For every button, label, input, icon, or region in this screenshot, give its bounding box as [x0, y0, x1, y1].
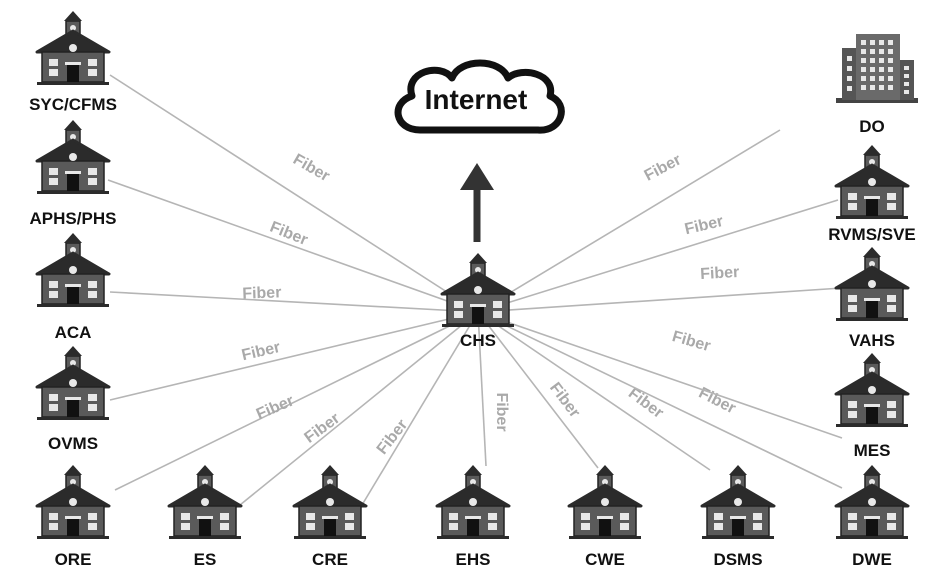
schoolhouse-icon [435, 463, 511, 541]
site-node-cre: CRE [292, 463, 368, 568]
site-node-ehs: EHS [435, 463, 511, 568]
schoolhouse-icon [35, 118, 111, 196]
site-label-aphs-phs: APHS/PHS [30, 209, 117, 228]
fiber-link-do [477, 129, 781, 313]
schoolhouse-icon [167, 463, 243, 541]
fiber-link-dsms [477, 311, 711, 471]
fiber-label-rvms-sve: Fiber [683, 213, 725, 238]
fiber-link-aphs-phs [107, 179, 479, 313]
fiber-link-rvms-sve [477, 199, 839, 313]
site-label-rvms-sve: RVMS/SVE [828, 225, 916, 244]
fiber-link-vahs [477, 287, 843, 313]
site-node-es: ES [167, 463, 243, 568]
schoolhouse-icon [35, 463, 111, 541]
fiber-link-aca [109, 291, 479, 313]
site-node-ore: ORE [35, 463, 111, 568]
fiber-label-mes: Fiber [670, 328, 712, 355]
site-label-cre: CRE [312, 550, 348, 568]
schoolhouse-icon [440, 251, 516, 329]
fiber-link-dwe [477, 311, 843, 489]
site-node-syc-cfms: SYC/CFMS [29, 9, 117, 114]
fiber-label-syc-cfms: Fiber [290, 151, 332, 185]
schoolhouse-icon [700, 463, 776, 541]
site-label-ore: ORE [55, 550, 92, 568]
site-label-ehs: EHS [456, 550, 491, 568]
schoolhouse-icon [834, 143, 910, 221]
site-nodes: CHS SYC/CFMS APHS/PHS ACA OVMS ORE ES CRE EHS CWE… [29, 9, 918, 568]
site-label-syc-cfms: SYC/CFMS [29, 95, 117, 114]
fiber-link-cwe [477, 311, 599, 469]
fiber-label-vahs: Fiber [700, 264, 740, 283]
fiber-label-do: Fiber [642, 151, 685, 184]
schoolhouse-icon [35, 231, 111, 309]
uplink-arrow [460, 163, 494, 242]
site-label-mes: MES [854, 441, 891, 460]
fiber-link-ehs [477, 311, 487, 467]
fiber-label-aca: Fiber [242, 284, 282, 302]
site-node-aphs-phs: APHS/PHS [30, 118, 117, 228]
site-node-mes: MES [834, 351, 910, 460]
site-label-es: ES [194, 550, 217, 568]
schoolhouse-icon [834, 245, 910, 323]
site-label-dsms: DSMS [713, 550, 762, 568]
hub-label: CHS [460, 331, 496, 350]
site-label-do: DO [859, 117, 885, 136]
cloud-icon [394, 59, 565, 134]
fiber-link-syc-cfms [109, 74, 479, 313]
site-label-dwe: DWE [852, 550, 892, 568]
fiber-label-es: Fiber [302, 410, 344, 447]
fiber-label-cre: Fiber [374, 417, 411, 458]
site-label-aca: ACA [55, 323, 92, 342]
fiber-label-ore: Fiber [254, 392, 297, 423]
site-node-ovms: OVMS [35, 344, 111, 453]
fiber-label-ehs: Fiber [493, 392, 510, 431]
fiber-label-cwe: Fiber [546, 380, 583, 421]
site-node-aca: ACA [35, 231, 111, 342]
site-node-rvms-sve: RVMS/SVE [828, 143, 916, 244]
schoolhouse-icon [834, 463, 910, 541]
schoolhouse-icon [35, 9, 111, 87]
schoolhouse-icon [35, 344, 111, 422]
internet-cloud: Internet [394, 59, 565, 134]
internet-label: Internet [425, 84, 528, 115]
office-building-icon [836, 34, 918, 103]
schoolhouse-icon [834, 351, 910, 429]
site-node-vahs: VAHS [834, 245, 910, 350]
schoolhouse-icon [567, 463, 643, 541]
fiber-link-ovms [109, 311, 479, 401]
schoolhouse-icon [292, 463, 368, 541]
site-label-ovms: OVMS [48, 434, 98, 453]
site-node-dsms: DSMS [700, 463, 776, 568]
site-node-do: DO [836, 34, 918, 136]
fiber-link-mes [477, 311, 843, 439]
site-label-cwe: CWE [585, 550, 625, 568]
fiber-link-es [239, 311, 479, 506]
site-node-cwe: CWE [567, 463, 643, 568]
site-node-chs: CHS [440, 251, 516, 350]
fiber-link-ore [114, 311, 479, 491]
fiber-link-cre [361, 311, 479, 506]
site-label-vahs: VAHS [849, 331, 895, 350]
site-node-dwe: DWE [834, 463, 910, 568]
